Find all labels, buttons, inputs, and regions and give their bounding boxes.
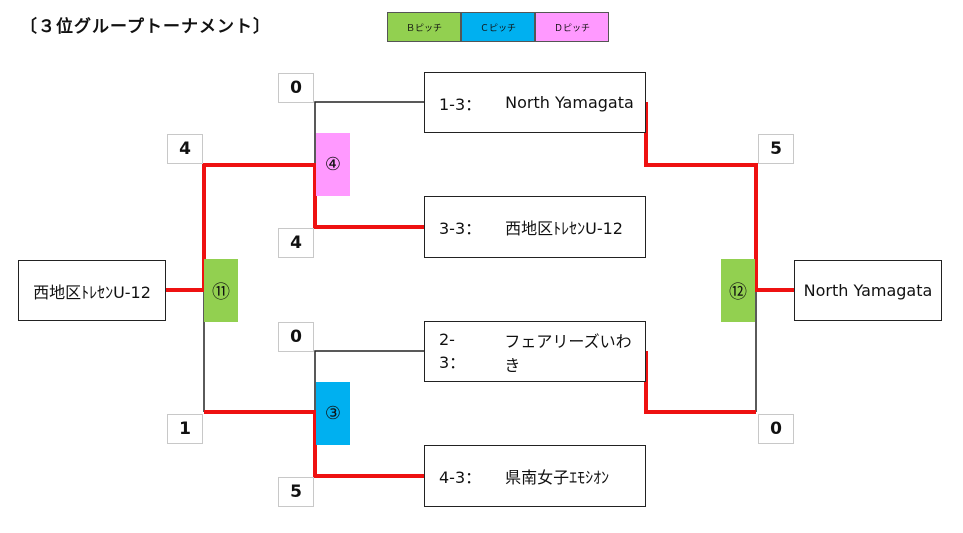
match-11-label: ⑪ — [204, 259, 238, 322]
team-name: フェアリーズいわき — [504, 331, 632, 375]
legend-b-pitch: Ｂピッチ — [387, 12, 461, 42]
score-m3-bottom: 5 — [278, 477, 314, 507]
team-seed: 2-3： — [439, 330, 466, 372]
team-seed: 4-3： — [439, 468, 482, 487]
team-box-3-3: 3-3： 西地区ﾄﾚｾﾝU-12 — [424, 196, 646, 258]
team-box-1-3: 1-3： North Yamagata — [424, 72, 646, 133]
winner-name: North Yamagata — [803, 281, 933, 300]
team-name: 県南女子ｴﾓｼｵﾝ — [505, 468, 610, 487]
team-seed: 3-3： — [439, 219, 482, 238]
winner-box-match-11: 西地区ﾄﾚｾﾝU-12 — [18, 260, 166, 321]
legend-d-pitch: Ｄピッチ — [535, 12, 609, 42]
score-m12-bottom: 0 — [758, 414, 794, 444]
legend-c-pitch: Ｃピッチ — [461, 12, 535, 42]
winner-line-m12 — [644, 102, 794, 292]
team-box-4-3: 4-3： 県南女子ｴﾓｼｵﾝ — [424, 445, 646, 507]
team-seed: 1-3： — [439, 94, 482, 114]
line-m4-top — [314, 101, 425, 165]
winner-line-m3 — [204, 410, 425, 478]
score-m11-bottom: 1 — [167, 414, 203, 444]
score-m3-top: 0 — [278, 322, 314, 352]
match-4-label: ④ — [316, 133, 350, 196]
score-m12-top: 5 — [758, 134, 794, 164]
team-name: 西地区ﾄﾚｾﾝU-12 — [505, 219, 623, 238]
winner-line-m4 — [166, 163, 425, 292]
match-12-label: ⑫ — [721, 259, 755, 322]
winner-box-match-12: North Yamagata — [794, 260, 942, 321]
match-3-label: ③ — [316, 382, 350, 445]
score-m4-top: 0 — [278, 73, 314, 103]
winner-name: 西地区ﾄﾚｾﾝU-12 — [33, 282, 151, 302]
line-m3-top — [314, 350, 425, 412]
winner-line-m12-bottom — [644, 351, 756, 414]
score-m4-bottom: 4 — [278, 228, 314, 258]
team-box-2-3: 2-3： フェアリーズいわき — [424, 321, 646, 382]
team-name: North Yamagata — [505, 93, 634, 112]
page-title: 〔３位グループトーナメント〕 — [20, 17, 271, 37]
score-m11-top: 4 — [167, 134, 203, 164]
